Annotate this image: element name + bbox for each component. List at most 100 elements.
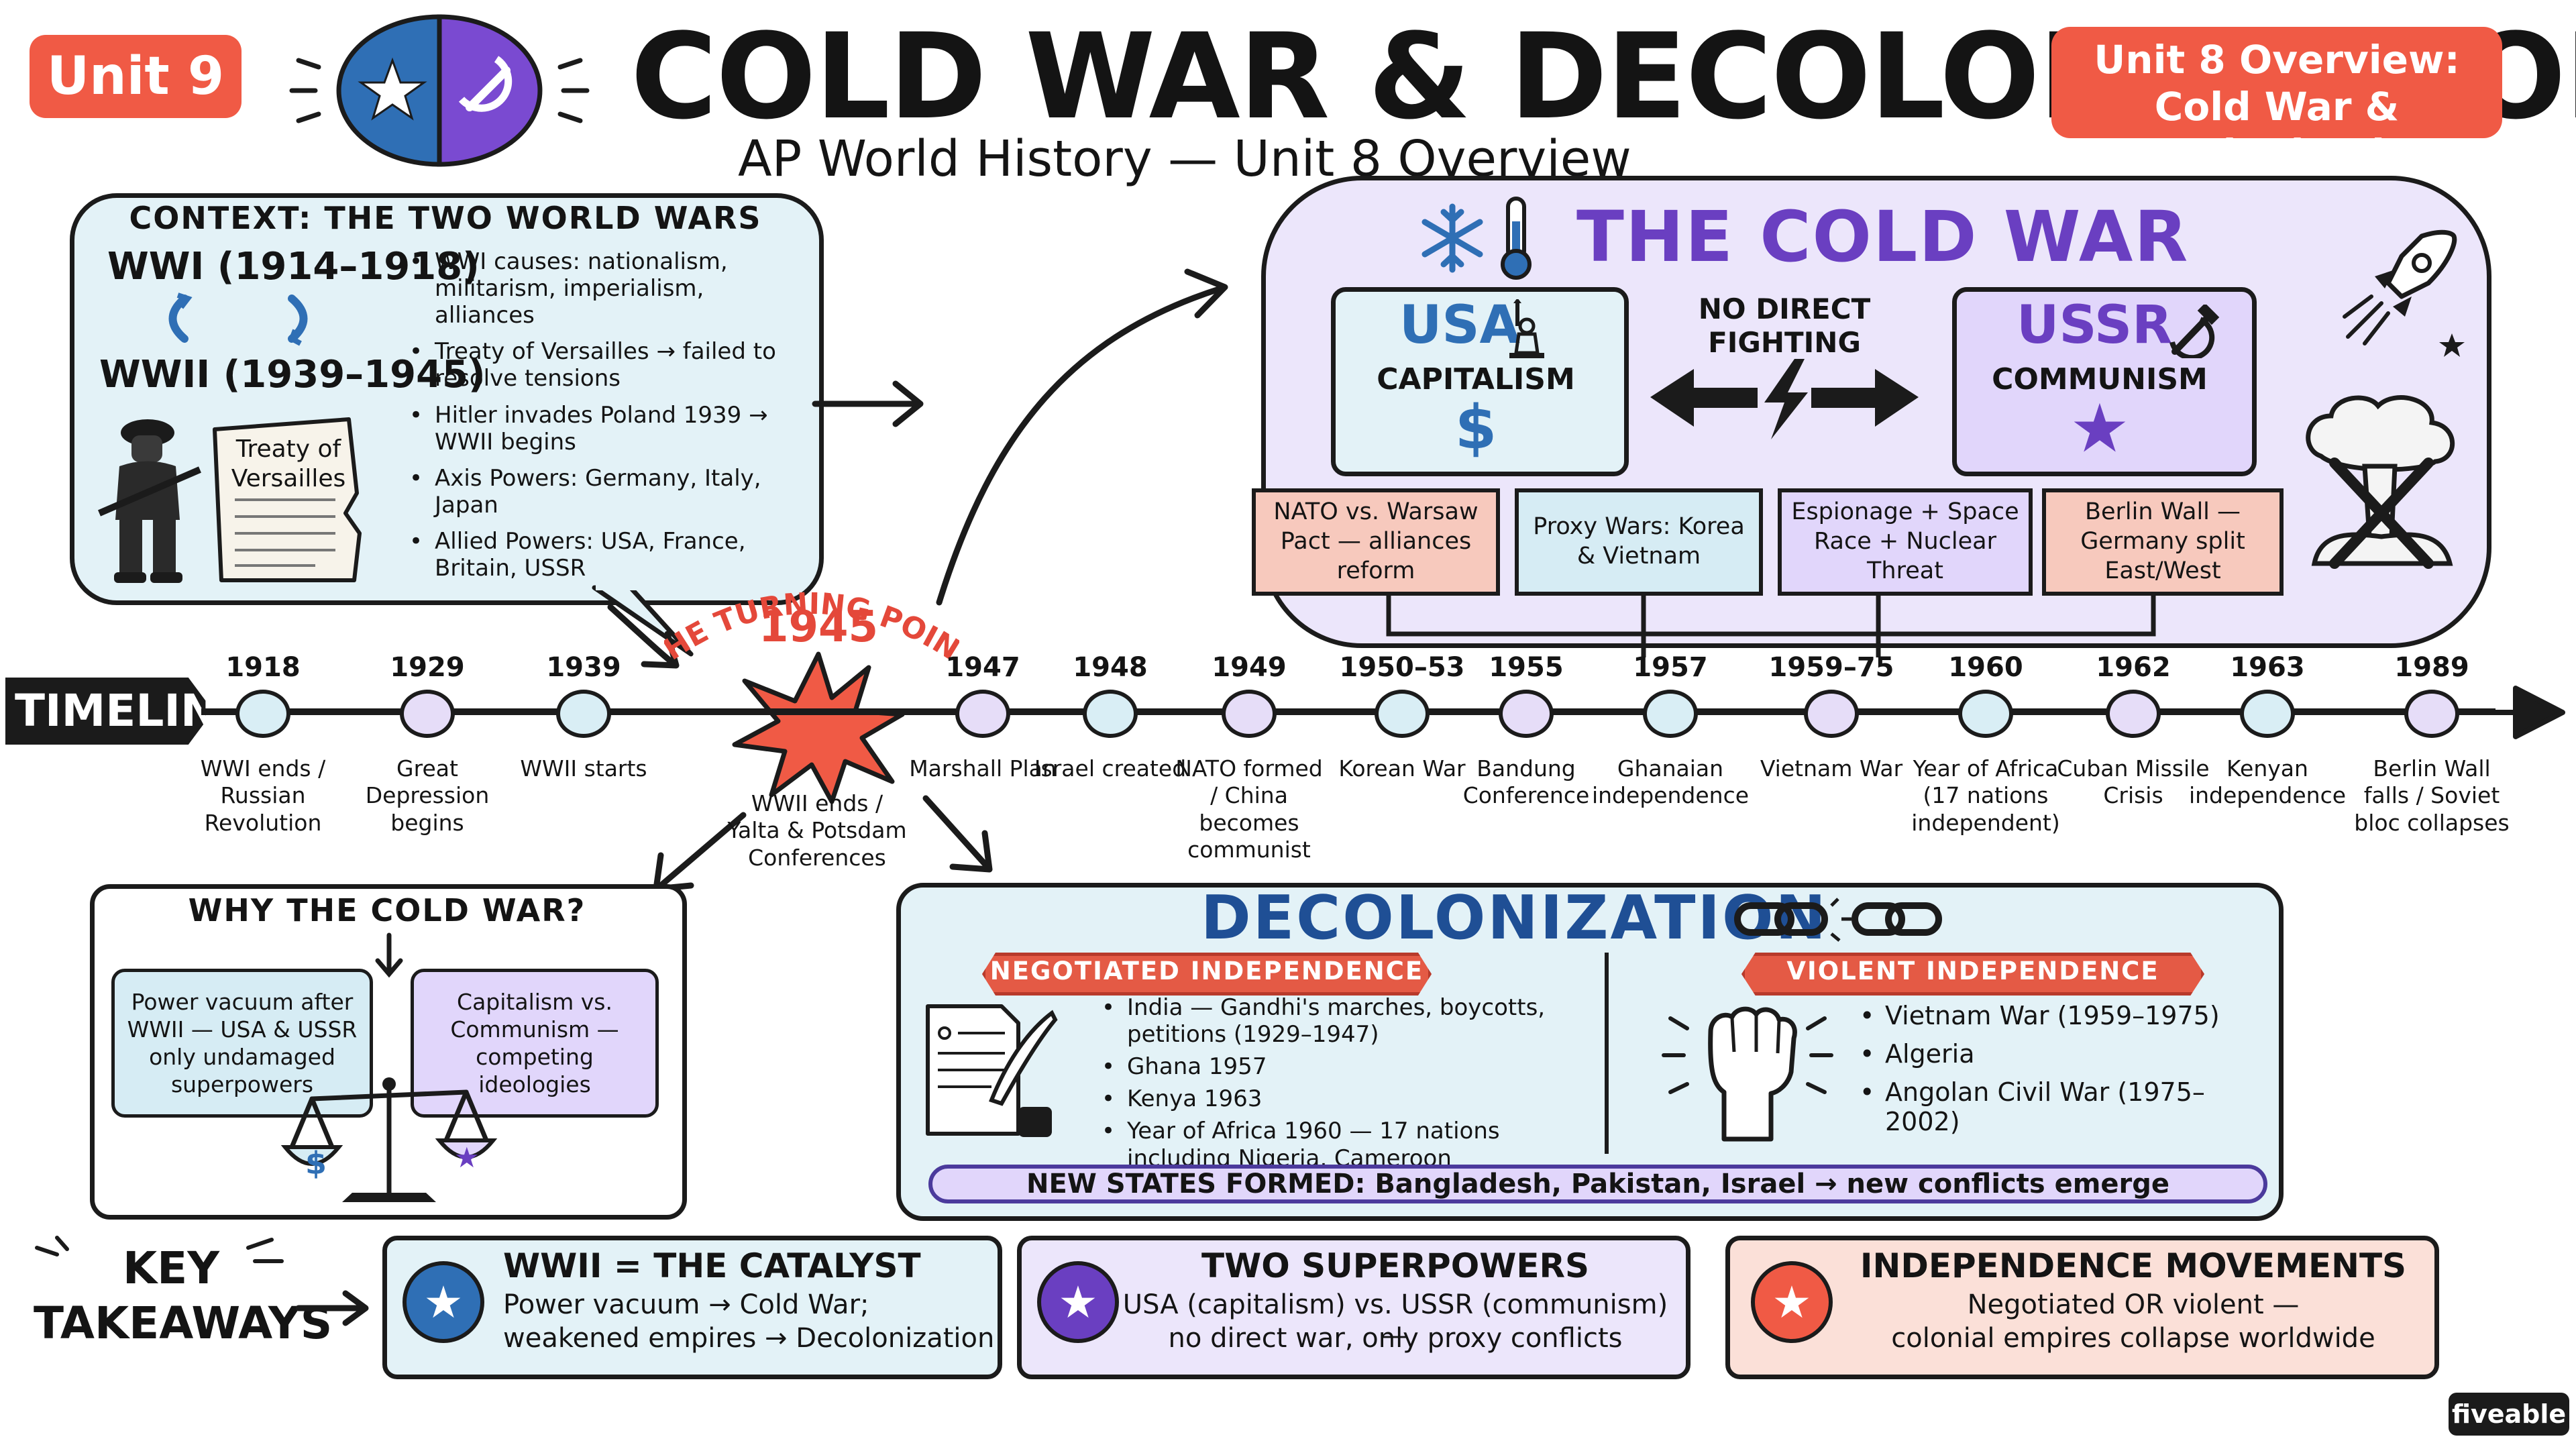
overview-badge-line1: Unit 8 Overview:	[2094, 37, 2460, 83]
liberty-icon	[1509, 299, 1544, 358]
takeaway-card-superpowers	[1017, 1236, 1690, 1379]
cold-war-chip-nato: NATO vs. Warsaw Pact — alliances reform	[1252, 488, 1500, 596]
timeline-year: 1948	[1073, 652, 1148, 683]
context-bullets: WWI causes: nationalism, militarism, imp…	[405, 248, 801, 591]
usa-name: USA	[1399, 295, 1520, 356]
cold-war-chip-espionage: Espionage + Space Race + Nuclear Threat	[1778, 488, 2033, 596]
star-icon: ★	[1751, 1261, 1833, 1343]
timeline-event-text: WWII ends / Yalta & Potsdam Conferences	[727, 790, 907, 871]
takeaway-line: USA (capitalism) vs. USSR (communism) —	[1122, 1289, 1668, 1351]
takeaway-title: TWO SUPERPOWERS	[1201, 1246, 1590, 1285]
takeaways-label: KEY TAKEAWAYS	[34, 1241, 333, 1351]
timeline-event-text: Berlin Wall falls / Soviet bloc collapse…	[2354, 755, 2510, 836]
timeline-event-text: Year of Africa (17 nations independent)	[1911, 755, 2060, 836]
timeline-node	[2404, 690, 2459, 738]
timeline-label-tag	[5, 678, 213, 745]
timeline-year: 1962	[2096, 652, 2171, 683]
usa-box	[1331, 287, 1629, 476]
violent-item: Vietnam War (1959–1975)	[1856, 1001, 2245, 1031]
timeline-node	[556, 690, 611, 738]
turning-point-arc-label: THE TURNING POINT	[664, 557, 959, 667]
timeline-node	[1375, 690, 1430, 738]
timeline-event-text: Marshall Plan	[909, 755, 1057, 782]
timeline-year: 1963	[2230, 652, 2305, 683]
takeaways-label-line2: TAKEAWAYS	[34, 1297, 333, 1349]
timeline-event-text: Israel created	[1034, 755, 1187, 782]
negotiated-item: Ghana 1957	[1097, 1053, 1594, 1080]
cold-war-title: THE COLD WAR	[1576, 196, 2190, 278]
opposing-arrows-icon	[1650, 359, 1919, 439]
connector-arrows	[607, 268, 1228, 892]
overview-badge-line2: Cold War & Decolonization	[2114, 84, 2440, 176]
thermometer-icon	[1501, 197, 1532, 280]
timeline-node	[235, 690, 290, 738]
scales-icon: $ ★	[280, 1077, 498, 1202]
treaty-document-icon	[213, 417, 362, 582]
negotiated-item: Year of Africa 1960 — 17 nations includi…	[1097, 1118, 1594, 1171]
document-quill-icon	[926, 1004, 1058, 1137]
broken-chain-icon	[1734, 898, 1942, 942]
unit-badge: Unit 9	[30, 35, 241, 118]
why-title: WHY THE COLD WAR?	[188, 892, 586, 928]
timeline-event-text: Ghanaian independence	[1591, 755, 1750, 809]
explosion-burst-icon	[732, 651, 905, 804]
timeline-node	[1499, 690, 1554, 738]
timeline-year: 1957	[1633, 652, 1708, 683]
negotiated-item: Kenya 1963	[1097, 1085, 1594, 1112]
new-states-footer: NEW STATES FORMED: Bangladesh, Pakistan,…	[928, 1165, 2267, 1203]
why-ideologies: Capitalism vs. Communism — competing ide…	[411, 969, 659, 1118]
takeaway-line: Power vacuum → Cold War;	[503, 1289, 869, 1320]
negotiated-ribbon: NEGOTIATED INDEPENDENCE	[982, 953, 1432, 996]
brand-logo[interactable]: fiveable	[2449, 1393, 2569, 1436]
timeline-event-text: Korean War	[1338, 755, 1466, 782]
svg-text:$: $	[305, 1145, 327, 1181]
timeline-year: 1939	[546, 652, 621, 683]
why-arrow	[375, 932, 403, 978]
takeaway-card-catalyst	[382, 1236, 1002, 1379]
cold-war-chip-proxy: Proxy Wars: Korea & Vietnam	[1515, 488, 1763, 596]
context-title: CONTEXT: THE TWO WORLD WARS	[129, 200, 762, 236]
takeaways-label-line1: KEY	[122, 1242, 220, 1294]
takeaway-title: INDEPENDENCE MOVEMENTS	[1860, 1246, 2407, 1285]
fist-icon	[1662, 1006, 1833, 1142]
timeline-event-text: Great Depression begins	[365, 755, 490, 836]
takeaway-burst-lines	[35, 1236, 284, 1263]
timeline-node	[1083, 690, 1138, 738]
ussr-star-icon: ★	[2070, 389, 2130, 468]
timeline-node	[1958, 690, 2013, 738]
takeaway-line: weakened empires → Decolonization	[503, 1323, 995, 1354]
timeline-event-text: WWI ends / Russian Revolution	[200, 755, 326, 836]
context-bullet: Allied Powers: USA, France, Britain, USS…	[405, 528, 801, 582]
negotiated-list: India — Gandhi's marches, boycotts, peti…	[1097, 994, 1594, 1177]
svg-text:★: ★	[454, 1141, 480, 1174]
context-bullet: Axis Powers: Germany, Italy, Japan	[405, 465, 801, 519]
timeline-year: 1960	[1948, 652, 2023, 683]
takeaway-card-independence	[1725, 1236, 2439, 1379]
timeline-arrowhead	[2475, 686, 2565, 739]
rocket-icon	[2343, 229, 2465, 357]
timeline-axis	[201, 708, 2496, 715]
timeline-event-text: Cuban Missile Crisis	[2057, 755, 2210, 809]
context-bullet: Hitler invades Poland 1939 → WWII begins	[405, 402, 801, 455]
timeline-event-text: Kenyan independence	[2188, 755, 2347, 809]
violent-item: Algeria	[1856, 1039, 2245, 1069]
violent-ribbon: VIOLENT INDEPENDENCE	[1741, 953, 2204, 996]
timeline-event-text: WWII starts	[520, 755, 647, 782]
timeline-year: 1947	[945, 652, 1020, 683]
violent-list: Vietnam War (1959–1975) Algeria Angolan …	[1856, 1001, 2245, 1145]
ussr-system: COMMUNISM	[1992, 362, 2208, 396]
timeline-node	[1804, 690, 1859, 738]
timeline-year: 1955	[1489, 652, 1564, 683]
takeaway-line: Negotiated OR violent —	[1967, 1289, 2300, 1320]
hammer-sickle-icon	[2169, 305, 2220, 358]
cycle-arrows-icon	[168, 292, 308, 346]
timeline-node	[2240, 690, 2295, 738]
soldier-icon	[98, 419, 201, 583]
timeline-year: 1929	[390, 652, 465, 683]
timeline-year: 1950–53	[1339, 652, 1465, 683]
timeline-node	[2106, 690, 2161, 738]
negotiated-item: India — Gandhi's marches, boycotts, peti…	[1097, 994, 1594, 1048]
mushroom-cloud-icon	[2306, 395, 2455, 569]
why-power-vacuum: Power vacuum after WWII — USA & USSR onl…	[111, 969, 373, 1118]
takeaway-title: WWII = THE CATALYST	[503, 1246, 921, 1285]
